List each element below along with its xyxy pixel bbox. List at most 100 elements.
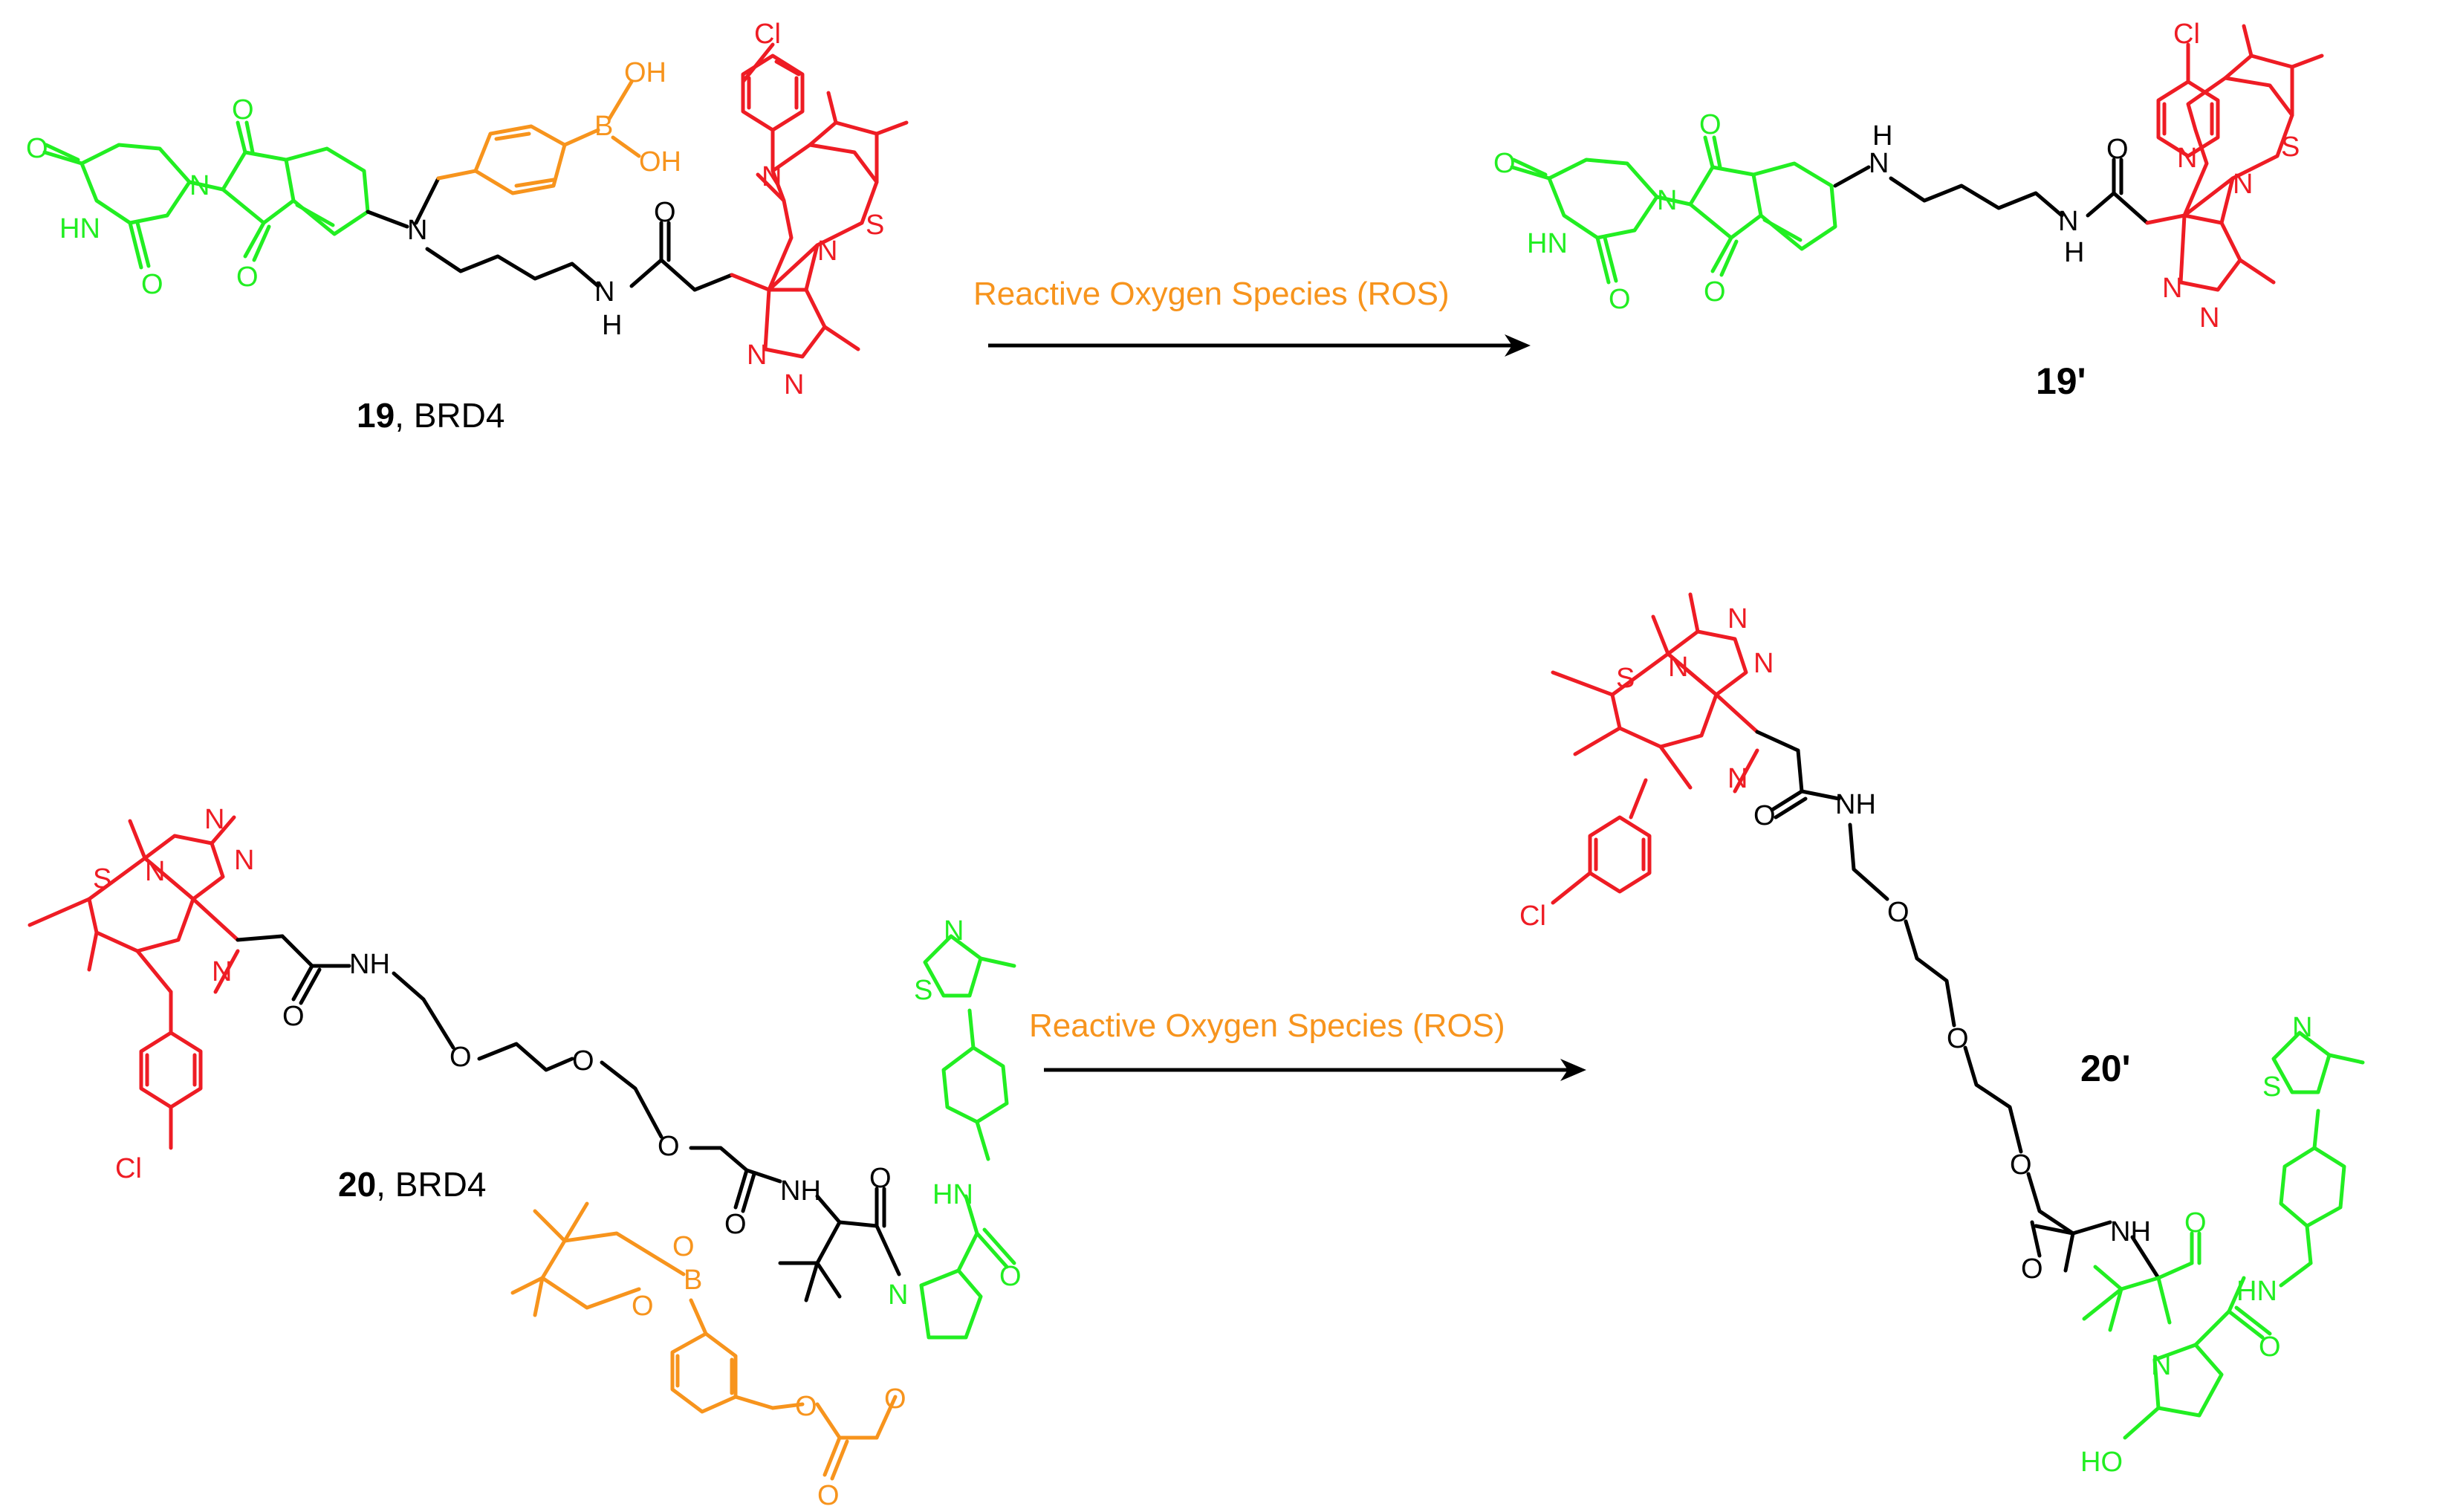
vhl-ligand-20 xyxy=(919,934,1016,1340)
compound-20-atoms: N N S N N Cl O NH O O O O NH O N O HN S … xyxy=(93,804,1022,1511)
compound-19-atoms: O HN O N O O N N H O B OH OH Cl N S N N … xyxy=(26,19,884,400)
compound-19-label: 19, BRD4 xyxy=(357,396,504,435)
atom-n: N xyxy=(594,276,614,308)
atom-o: O xyxy=(141,269,163,300)
atom-o: O xyxy=(1609,284,1631,315)
atom-oh: OH xyxy=(624,57,666,88)
atom-nh: NH xyxy=(1835,789,1876,820)
atom-o: O xyxy=(26,133,48,164)
jq1-core-20 xyxy=(27,815,240,1150)
atom-o: O xyxy=(2259,1331,2281,1363)
atom-cl: Cl xyxy=(2173,19,2200,50)
jq1-core-20prime xyxy=(1551,592,1759,905)
atom-n: N xyxy=(2177,143,2197,174)
atom-nh: NH xyxy=(349,949,390,980)
atom-n: N xyxy=(944,915,964,947)
atom-b: B xyxy=(594,111,613,142)
reaction-arrow-bottom xyxy=(1044,1059,1586,1081)
atom-s: S xyxy=(2281,132,2300,163)
atom-nh: NH xyxy=(2110,1216,2151,1247)
compound-20prime-label: 20' xyxy=(2080,1048,2131,1089)
atom-n: N xyxy=(762,161,782,192)
atom-o: O xyxy=(1704,276,1726,308)
atom-h: H xyxy=(2064,237,2084,268)
atom-cl: Cl xyxy=(115,1153,142,1184)
atom-s: S xyxy=(2262,1071,2281,1103)
atom-hn: HN xyxy=(59,213,100,244)
atom-hn: HN xyxy=(932,1179,973,1210)
atom-n: N xyxy=(2162,273,2182,304)
atom-n: N xyxy=(2292,1012,2312,1043)
atom-o: O xyxy=(1947,1023,1969,1054)
atom-n: N xyxy=(1727,763,1748,794)
compound-20prime-structure xyxy=(1551,592,2365,1440)
compound-20-number: 20 xyxy=(338,1165,376,1204)
atom-n: N xyxy=(1668,652,1688,683)
compound-19-structure xyxy=(42,42,909,359)
reaction-arrow-top xyxy=(988,334,1531,357)
atom-o: O xyxy=(817,1480,840,1508)
linker-20 xyxy=(236,934,901,1302)
compound-19-target: , BRD4 xyxy=(395,396,504,435)
atom-n: N xyxy=(204,804,224,835)
atom-hn: HN xyxy=(1527,228,1568,259)
atom-o: O xyxy=(2106,134,2129,165)
vhl-ligand-20prime xyxy=(2082,1031,2365,1440)
atom-n: N xyxy=(1753,648,1774,679)
atom-o: O xyxy=(884,1383,906,1415)
atom-o: O xyxy=(2010,1149,2032,1181)
atom-o: O xyxy=(232,94,254,126)
atom-n: N xyxy=(888,1279,908,1311)
atom-s: S xyxy=(93,863,111,895)
compound-19prime-structure xyxy=(1510,24,2324,292)
atom-s: S xyxy=(866,210,884,241)
atom-o: O xyxy=(632,1291,654,1322)
arrow-label-top: Reactive Oxygen Species (ROS) xyxy=(973,276,1450,312)
atom-n: N xyxy=(407,215,427,246)
atom-n: N xyxy=(1869,148,1889,179)
atom-o: O xyxy=(869,1163,892,1194)
atom-s: S xyxy=(914,975,932,1006)
atom-b: B xyxy=(684,1265,702,1296)
atom-n: N xyxy=(1657,185,1677,216)
linker-20prime xyxy=(1755,730,2161,1280)
atom-n: N xyxy=(747,340,767,371)
atom-n: N xyxy=(234,845,254,876)
atom-o: O xyxy=(1887,897,1910,928)
atom-h: H xyxy=(602,310,622,341)
compound-20-structure xyxy=(27,815,1016,1481)
atom-nh: NH xyxy=(780,1175,821,1207)
atom-o: O xyxy=(1699,109,1722,140)
atom-o: O xyxy=(282,1001,305,1032)
atom-h: H xyxy=(1872,120,1892,152)
compound-20prime-atoms: N N S N N Cl O NH O O O O NH O N O HN HO… xyxy=(1519,603,2312,1478)
glutarimide-ring-prime xyxy=(1510,158,1659,285)
atom-o: O xyxy=(2021,1253,2043,1285)
atom-n: N xyxy=(189,170,210,201)
atom-o: O xyxy=(672,1231,695,1262)
atom-n: N xyxy=(145,856,165,887)
atom-s: S xyxy=(1616,663,1635,694)
atom-n: N xyxy=(817,236,837,267)
compound-19-number: 19 xyxy=(357,396,395,435)
atom-o: O xyxy=(654,197,676,228)
jq1-core-19prime xyxy=(2145,24,2324,292)
glutarimide-ring xyxy=(42,143,192,270)
atom-o: O xyxy=(450,1042,472,1073)
atom-o: O xyxy=(724,1209,747,1240)
atom-n: N xyxy=(1727,603,1748,635)
atom-o: O xyxy=(999,1261,1022,1292)
phthalimide-ring xyxy=(187,120,370,262)
atom-o: O xyxy=(572,1045,594,1077)
atom-ho: HO xyxy=(2080,1447,2123,1478)
atom-n: N xyxy=(2151,1350,2171,1381)
atom-n: N xyxy=(784,369,804,400)
compound-19prime-atoms: O HN O N O O N H N H O Cl N S N N N xyxy=(1493,19,2300,334)
atom-cl: Cl xyxy=(754,19,781,50)
boronate-ester-group xyxy=(510,1201,898,1481)
atom-o: O xyxy=(1753,800,1776,831)
atom-n: N xyxy=(2058,206,2078,237)
linker-19 xyxy=(366,176,734,292)
